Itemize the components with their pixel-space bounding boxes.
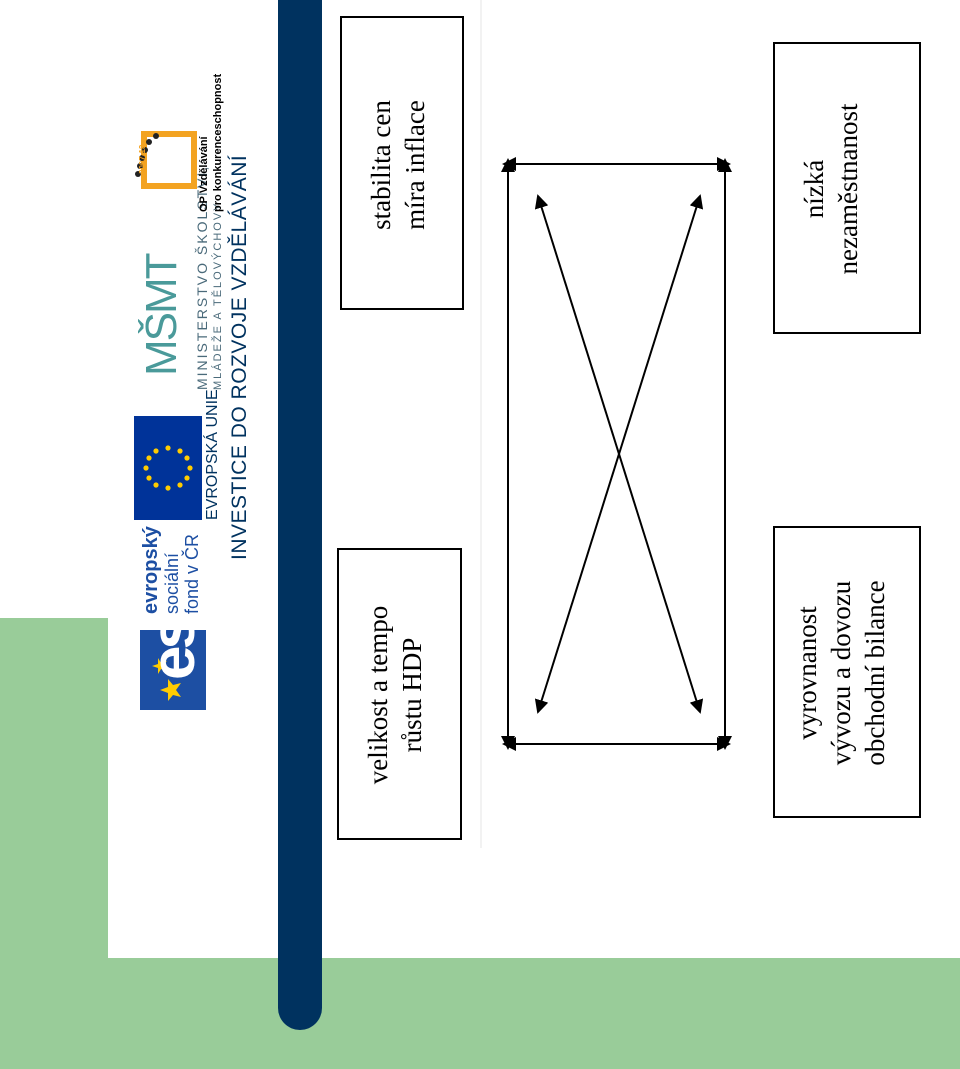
box-low-unemployment: [773, 42, 921, 334]
slogan: INVESTICE DO ROZVOJE VZDĚLÁVÁNÍ: [228, 154, 251, 560]
arrow-diagonal-a: [534, 194, 704, 714]
box-low-unemployment-line2: nezaměstnanost: [833, 103, 863, 275]
box-trade-balance-line2: vývozu a dovozu: [826, 580, 856, 766]
box-gdp-growth: [337, 548, 462, 840]
box-trade-balance-line3: obchodní bilance: [860, 580, 890, 766]
esf-letters: esf: [139, 602, 208, 680]
eu-flag-logo: EVROPSKÁ UNIE: [132, 389, 232, 520]
box-trade-balance-text: vyrovnanost vývozu a dovozu obchodní bil…: [790, 538, 892, 808]
op-logo-graphic: [135, 131, 197, 189]
logo-strip: esf evropský sociální fond v ČR EVROPSKÁ…: [0, 0, 260, 720]
esf-line2: sociální: [162, 552, 182, 614]
box-low-unemployment-line1: nízká: [799, 159, 829, 219]
navy-vertical-bar: [278, 0, 322, 1030]
box-gdp-growth-line2: růstu HDP: [397, 637, 427, 753]
ministry-line2: MLÁDEŽE A TĚLOVÝCHOVY: [212, 201, 224, 390]
esf-line1: evropský: [140, 526, 162, 614]
esf-logo-graphic: [140, 630, 206, 710]
box-gdp-growth-line1: velikost a tempo: [363, 605, 393, 785]
content-divider: [480, 0, 482, 848]
esf-line3: fond v ČR: [182, 533, 202, 614]
box-price-stability: [340, 16, 464, 310]
box-trade-balance: [773, 526, 921, 818]
ministry-monogram: MŠMT: [137, 254, 186, 376]
eu-flag-icon: [134, 416, 202, 520]
box-low-unemployment-text: nízká nezaměstnanost: [797, 54, 865, 324]
green-background-bottom: [108, 958, 960, 1069]
green-background-left: [0, 618, 108, 1069]
box-trade-balance-line1: vyrovnanost: [792, 606, 822, 740]
arrow-diagonal-b: [534, 194, 704, 714]
esf-logo: esf evropský sociální fond v ČR: [132, 510, 212, 710]
op-years: 2007-13: [138, 144, 147, 174]
op-line2: pro konkurenceschopnost: [212, 73, 224, 212]
box-price-stability-line1: stabilita cen: [366, 100, 396, 230]
box-price-stability-line2: míra inflace: [400, 100, 430, 230]
eu-flag-caption: EVROPSKÁ UNIE: [204, 389, 221, 520]
op-logo: 2007-13 OP Vzdělávání pro konkurencescho…: [132, 64, 224, 214]
box-gdp-growth-text: velikost a tempo růstu HDP: [361, 560, 429, 830]
op-line1: OP Vzdělávání: [198, 136, 210, 212]
ministry-logo: MŠMT MINISTERSTVO ŠKOLSTVÍ, MLÁDEŽE A TĚ…: [132, 165, 232, 390]
box-price-stability-text: stabilita cen míra inflace: [364, 30, 432, 300]
